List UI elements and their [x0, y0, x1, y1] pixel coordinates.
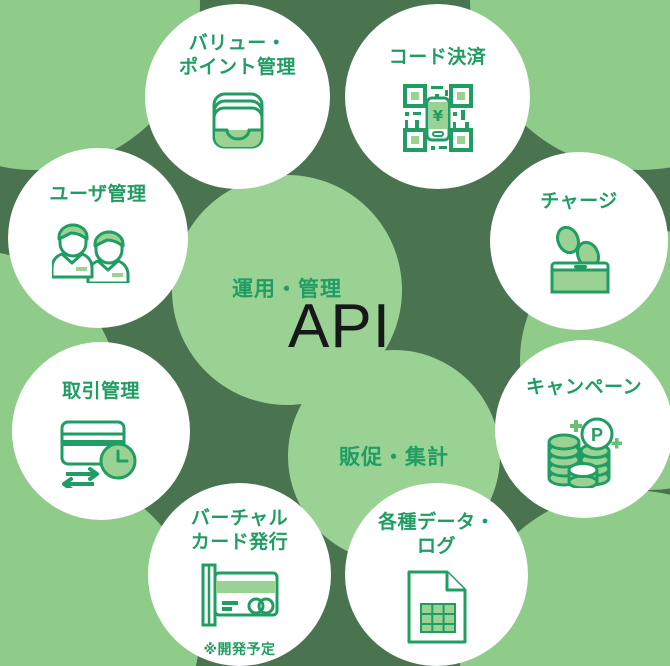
wallet-icon	[205, 90, 271, 156]
node-campaign-label: キャンペーン	[525, 376, 643, 398]
node-code-payment-label: コード決済	[388, 46, 487, 68]
virtual-card-icon	[198, 563, 282, 631]
node-virtual-card-issuance-note: ※開発予定	[203, 642, 276, 658]
node-virtual-card-issuance-label: バーチャル カード発行	[190, 507, 289, 553]
qr-code-payment-icon: ¥	[399, 82, 477, 160]
coin-charge-icon	[540, 225, 618, 298]
hub-promotion-label: 販促・集計	[339, 445, 449, 470]
svg-text:P: P	[591, 425, 603, 445]
node-data-logs[interactable]: 各種データ・ ログ	[345, 483, 528, 666]
coin-stack-point-icon: P	[541, 412, 627, 492]
users-icon	[50, 221, 144, 287]
card-clock-transfer-icon	[58, 418, 144, 492]
document-grid-icon	[403, 569, 471, 649]
node-campaign[interactable]: キャンペーン	[495, 340, 670, 518]
node-virtual-card-issuance[interactable]: バーチャル カード発行 ※開発予定	[148, 483, 331, 666]
node-charge-label: チャージ	[540, 190, 618, 212]
node-transaction-management-label: 取引管理	[61, 380, 140, 402]
node-charge[interactable]: チャージ	[490, 152, 668, 330]
svg-text:¥: ¥	[432, 107, 443, 125]
api-center-word: API	[288, 292, 391, 361]
node-value-point-management[interactable]: バリュー・ ポイント管理	[145, 4, 330, 189]
hub-operations-label: 運用・管理	[232, 277, 342, 302]
node-user-management-label: ユーザ管理	[49, 183, 147, 205]
node-user-management[interactable]: ユーザ管理	[8, 148, 188, 328]
node-data-logs-label: 各種データ・ ログ	[377, 511, 495, 557]
node-transaction-management[interactable]: 取引管理	[12, 342, 190, 520]
node-value-point-management-label: バリュー・ ポイント管理	[178, 32, 296, 78]
node-code-payment[interactable]: コード決済	[345, 4, 530, 189]
